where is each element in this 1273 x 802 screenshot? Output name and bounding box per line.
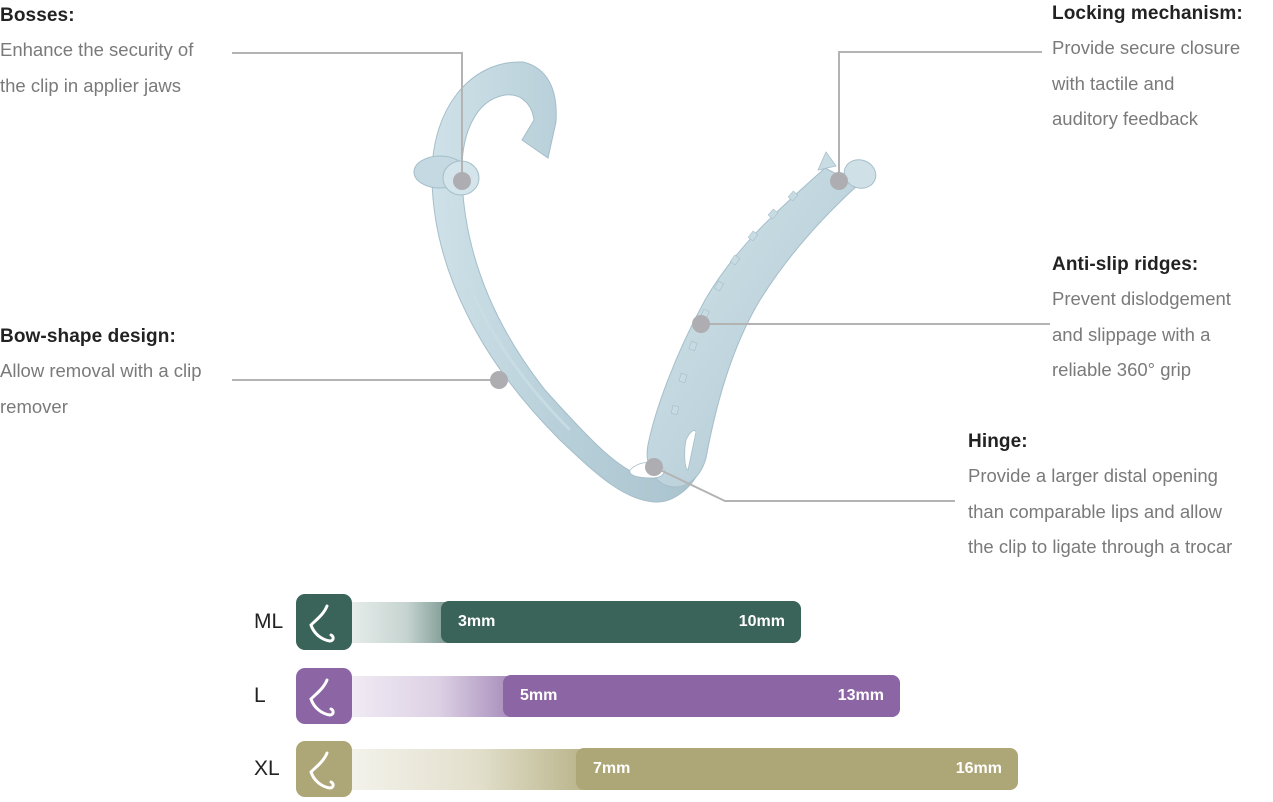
callout-description: Provide a larger distal opening than com… — [968, 465, 1233, 557]
callout-anti-slip-ridges: Anti-slip ridges: Prevent dislodgement a… — [1052, 253, 1231, 388]
marker-dot-antislip — [692, 315, 710, 333]
callout-hinge: Hinge: Provide a larger distal opening t… — [968, 430, 1232, 565]
size-range-bar: 7mm 16mm — [576, 748, 1018, 790]
size-row-l: L 5mm 13mm — [0, 668, 1273, 724]
size-label: XL — [254, 757, 280, 780]
clip-icon — [296, 668, 352, 724]
callout-title: Anti-slip ridges: — [1052, 254, 1199, 275]
clip-icon — [296, 741, 352, 797]
size-label: ML — [254, 610, 284, 633]
size-range-fade — [346, 749, 586, 790]
size-max: 13mm — [837, 687, 884, 704]
callout-description: Allow removal with a clip remover — [0, 360, 202, 417]
callout-description: Prevent dislodgement and slippage with a… — [1052, 288, 1231, 380]
leader-line-hinge — [653, 466, 955, 502]
callout-bow-shape-design: Bow-shape design: Allow removal with a c… — [0, 325, 202, 424]
size-row-xl: XL 7mm 16mm — [0, 741, 1273, 797]
size-min: 5mm — [520, 687, 558, 704]
size-min: 3mm — [458, 613, 496, 630]
size-range-fade — [346, 676, 516, 717]
size-row-ml: ML 3mm 10mm — [0, 594, 1273, 650]
size-max: 10mm — [738, 613, 785, 630]
size-range-bar: 3mm 10mm — [441, 601, 801, 643]
callout-bosses: Bosses: Enhance the security of the clip… — [0, 4, 193, 103]
size-range-bar: 5mm 13mm — [503, 675, 900, 717]
callout-title: Bosses: — [0, 5, 75, 26]
callout-description: Provide secure closure with tactile and … — [1052, 37, 1241, 129]
leader-line-bosses — [232, 52, 463, 181]
size-label: L — [254, 684, 266, 707]
size-max: 16mm — [955, 760, 1002, 777]
callout-description: Enhance the security of the clip in appl… — [0, 39, 194, 96]
marker-dot-hinge — [645, 458, 663, 476]
callout-title: Hinge: — [968, 431, 1028, 452]
clip-icon — [296, 594, 352, 650]
clip-right-arm — [646, 167, 859, 488]
size-min: 7mm — [593, 760, 631, 777]
marker-dot-bow — [490, 371, 508, 389]
callout-title: Locking mechanism: — [1052, 3, 1243, 24]
callout-locking-mechanism: Locking mechanism: Provide secure closur… — [1052, 2, 1243, 137]
marker-dot-bosses — [453, 172, 471, 190]
callout-title: Bow-shape design: — [0, 326, 176, 347]
size-range-fade — [346, 602, 456, 643]
leader-line-locking — [838, 51, 1042, 181]
leader-lines — [232, 51, 1050, 502]
marker-dots — [453, 172, 848, 476]
marker-dot-locking — [830, 172, 848, 190]
ligation-clip — [413, 61, 877, 503]
clip-lock-tip — [817, 151, 837, 171]
